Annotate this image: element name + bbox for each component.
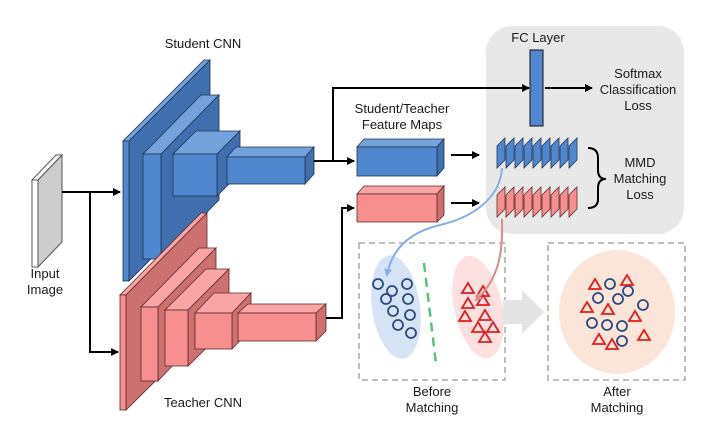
triangle-marker	[579, 300, 595, 313]
after-matching-panel	[547, 242, 686, 381]
student-feature-slice	[523, 137, 533, 169]
student-feature-slice	[505, 137, 515, 169]
circle-marker	[402, 293, 414, 305]
student-link	[384, 167, 503, 277]
student-feature-slices	[496, 137, 578, 169]
teacher-cnn-label: Teacher CNN	[164, 395, 242, 410]
teacher-feature-slice	[568, 186, 578, 218]
triangle-marker	[619, 273, 635, 286]
teacher-cluster	[452, 255, 504, 359]
triangle-marker	[460, 296, 476, 309]
teacher-link	[474, 218, 504, 302]
teacher-feature-slices	[496, 186, 578, 218]
triangle-marker	[600, 302, 616, 315]
student-feature-slice	[559, 137, 569, 169]
teacher-feature-map	[356, 184, 445, 223]
brace-icon	[587, 147, 607, 209]
student-feature-slice	[568, 137, 578, 169]
student-cnn-label: Student CNN	[165, 36, 242, 51]
teacher-feature-slice	[496, 186, 506, 218]
student-feature-slice	[532, 137, 542, 169]
teacher-cnn	[119, 212, 328, 411]
triangle-marker	[591, 332, 607, 345]
student-cnn	[122, 59, 315, 282]
circle-marker	[604, 278, 616, 290]
teacher-feature-slice	[514, 186, 524, 218]
merged-cluster	[559, 250, 675, 374]
transition-arrow-icon	[503, 290, 544, 334]
input-connectors	[62, 188, 121, 356]
circle-marker	[612, 293, 624, 305]
student-feature-slice	[514, 137, 524, 169]
input-image-icon	[30, 153, 64, 269]
triangle-marker	[477, 308, 493, 321]
decision-boundary	[422, 262, 438, 365]
triangle-marker	[460, 281, 476, 294]
circle-marker	[616, 320, 628, 332]
circle-marker	[387, 305, 399, 317]
circle-marker	[380, 293, 392, 305]
circle-marker	[392, 319, 404, 331]
after-markers	[579, 273, 652, 350]
fc-layer-label: FC Layer	[511, 30, 565, 45]
student-feature-slice	[550, 137, 560, 169]
student-feature-slice	[496, 137, 506, 169]
triangle-marker	[627, 309, 643, 322]
triangle-marker	[477, 330, 493, 343]
network-connectors	[314, 84, 593, 319]
triangle-marker	[485, 320, 501, 333]
circle-marker	[405, 327, 417, 339]
before-markers	[372, 278, 501, 343]
circle-marker	[401, 278, 413, 290]
circle-marker	[372, 278, 384, 290]
circle-marker	[622, 285, 634, 297]
triangle-marker	[636, 328, 652, 341]
teacher-feature-slice	[541, 186, 551, 218]
circle-marker	[404, 309, 416, 321]
fc-layer-block	[529, 49, 544, 127]
circle-marker	[592, 292, 604, 304]
teacher-feature-slice	[532, 186, 542, 218]
triangle-marker	[470, 320, 486, 333]
teacher-feature-slice	[505, 186, 515, 218]
student-feature-slice	[541, 137, 551, 169]
circle-marker	[616, 335, 628, 347]
teacher-feature-slice	[559, 186, 569, 218]
circle-marker	[637, 299, 649, 311]
triangle-marker	[587, 277, 603, 290]
student-feature-map	[356, 137, 445, 178]
circle-marker	[586, 317, 598, 329]
circle-marker	[601, 319, 613, 331]
teacher-feature-slice	[523, 186, 533, 218]
teacher-feature-slice	[550, 186, 560, 218]
triangle-marker	[604, 337, 620, 350]
circle-marker	[386, 285, 398, 297]
triangle-marker	[457, 309, 473, 322]
